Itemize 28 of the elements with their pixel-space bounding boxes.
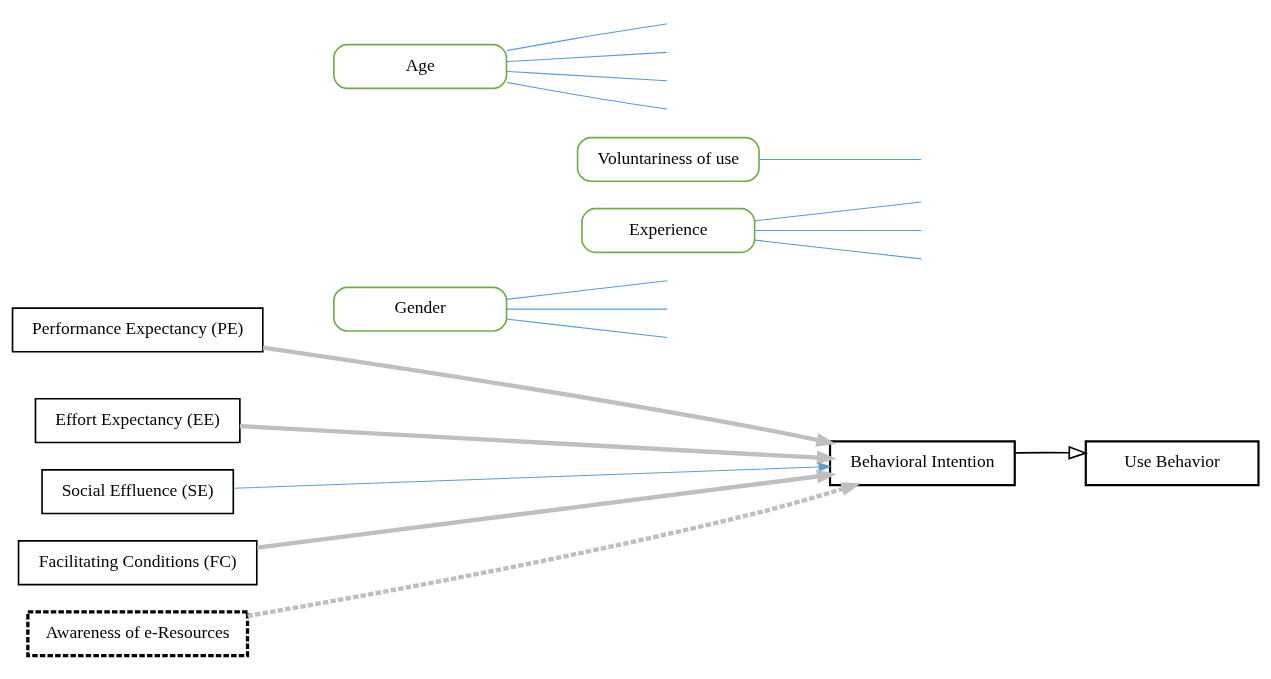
arrow <box>239 423 837 465</box>
arrow <box>247 482 861 619</box>
connector <box>506 23 668 52</box>
node-box: Behavioral Intention <box>828 440 1016 487</box>
arrow <box>256 469 837 550</box>
connector <box>754 201 922 222</box>
node-box: Gender <box>333 286 508 332</box>
connector <box>506 51 668 63</box>
node-box: Age <box>333 43 508 90</box>
connector <box>506 308 668 310</box>
connector <box>506 318 668 339</box>
connector <box>754 239 922 260</box>
node-box: Use Behavior <box>1084 440 1260 487</box>
node-box: Facilitating Conditions (FC) <box>17 540 258 586</box>
arrow <box>233 462 832 489</box>
arrow <box>262 345 837 447</box>
node-box: Awareness of e-Resources <box>26 610 250 658</box>
connector <box>758 158 922 160</box>
node-box: Social Effluence (SE) <box>41 469 235 515</box>
node-box: Performance Expectancy (PE) <box>11 307 264 353</box>
node-box: Voluntariness of use <box>576 136 760 183</box>
connector <box>506 81 668 110</box>
node-box: Effort Expectancy (EE) <box>34 397 241 444</box>
node-box: Experience <box>581 207 756 254</box>
connector <box>506 280 668 300</box>
connector <box>506 70 668 82</box>
arrow <box>1014 445 1089 460</box>
connector <box>754 229 922 232</box>
